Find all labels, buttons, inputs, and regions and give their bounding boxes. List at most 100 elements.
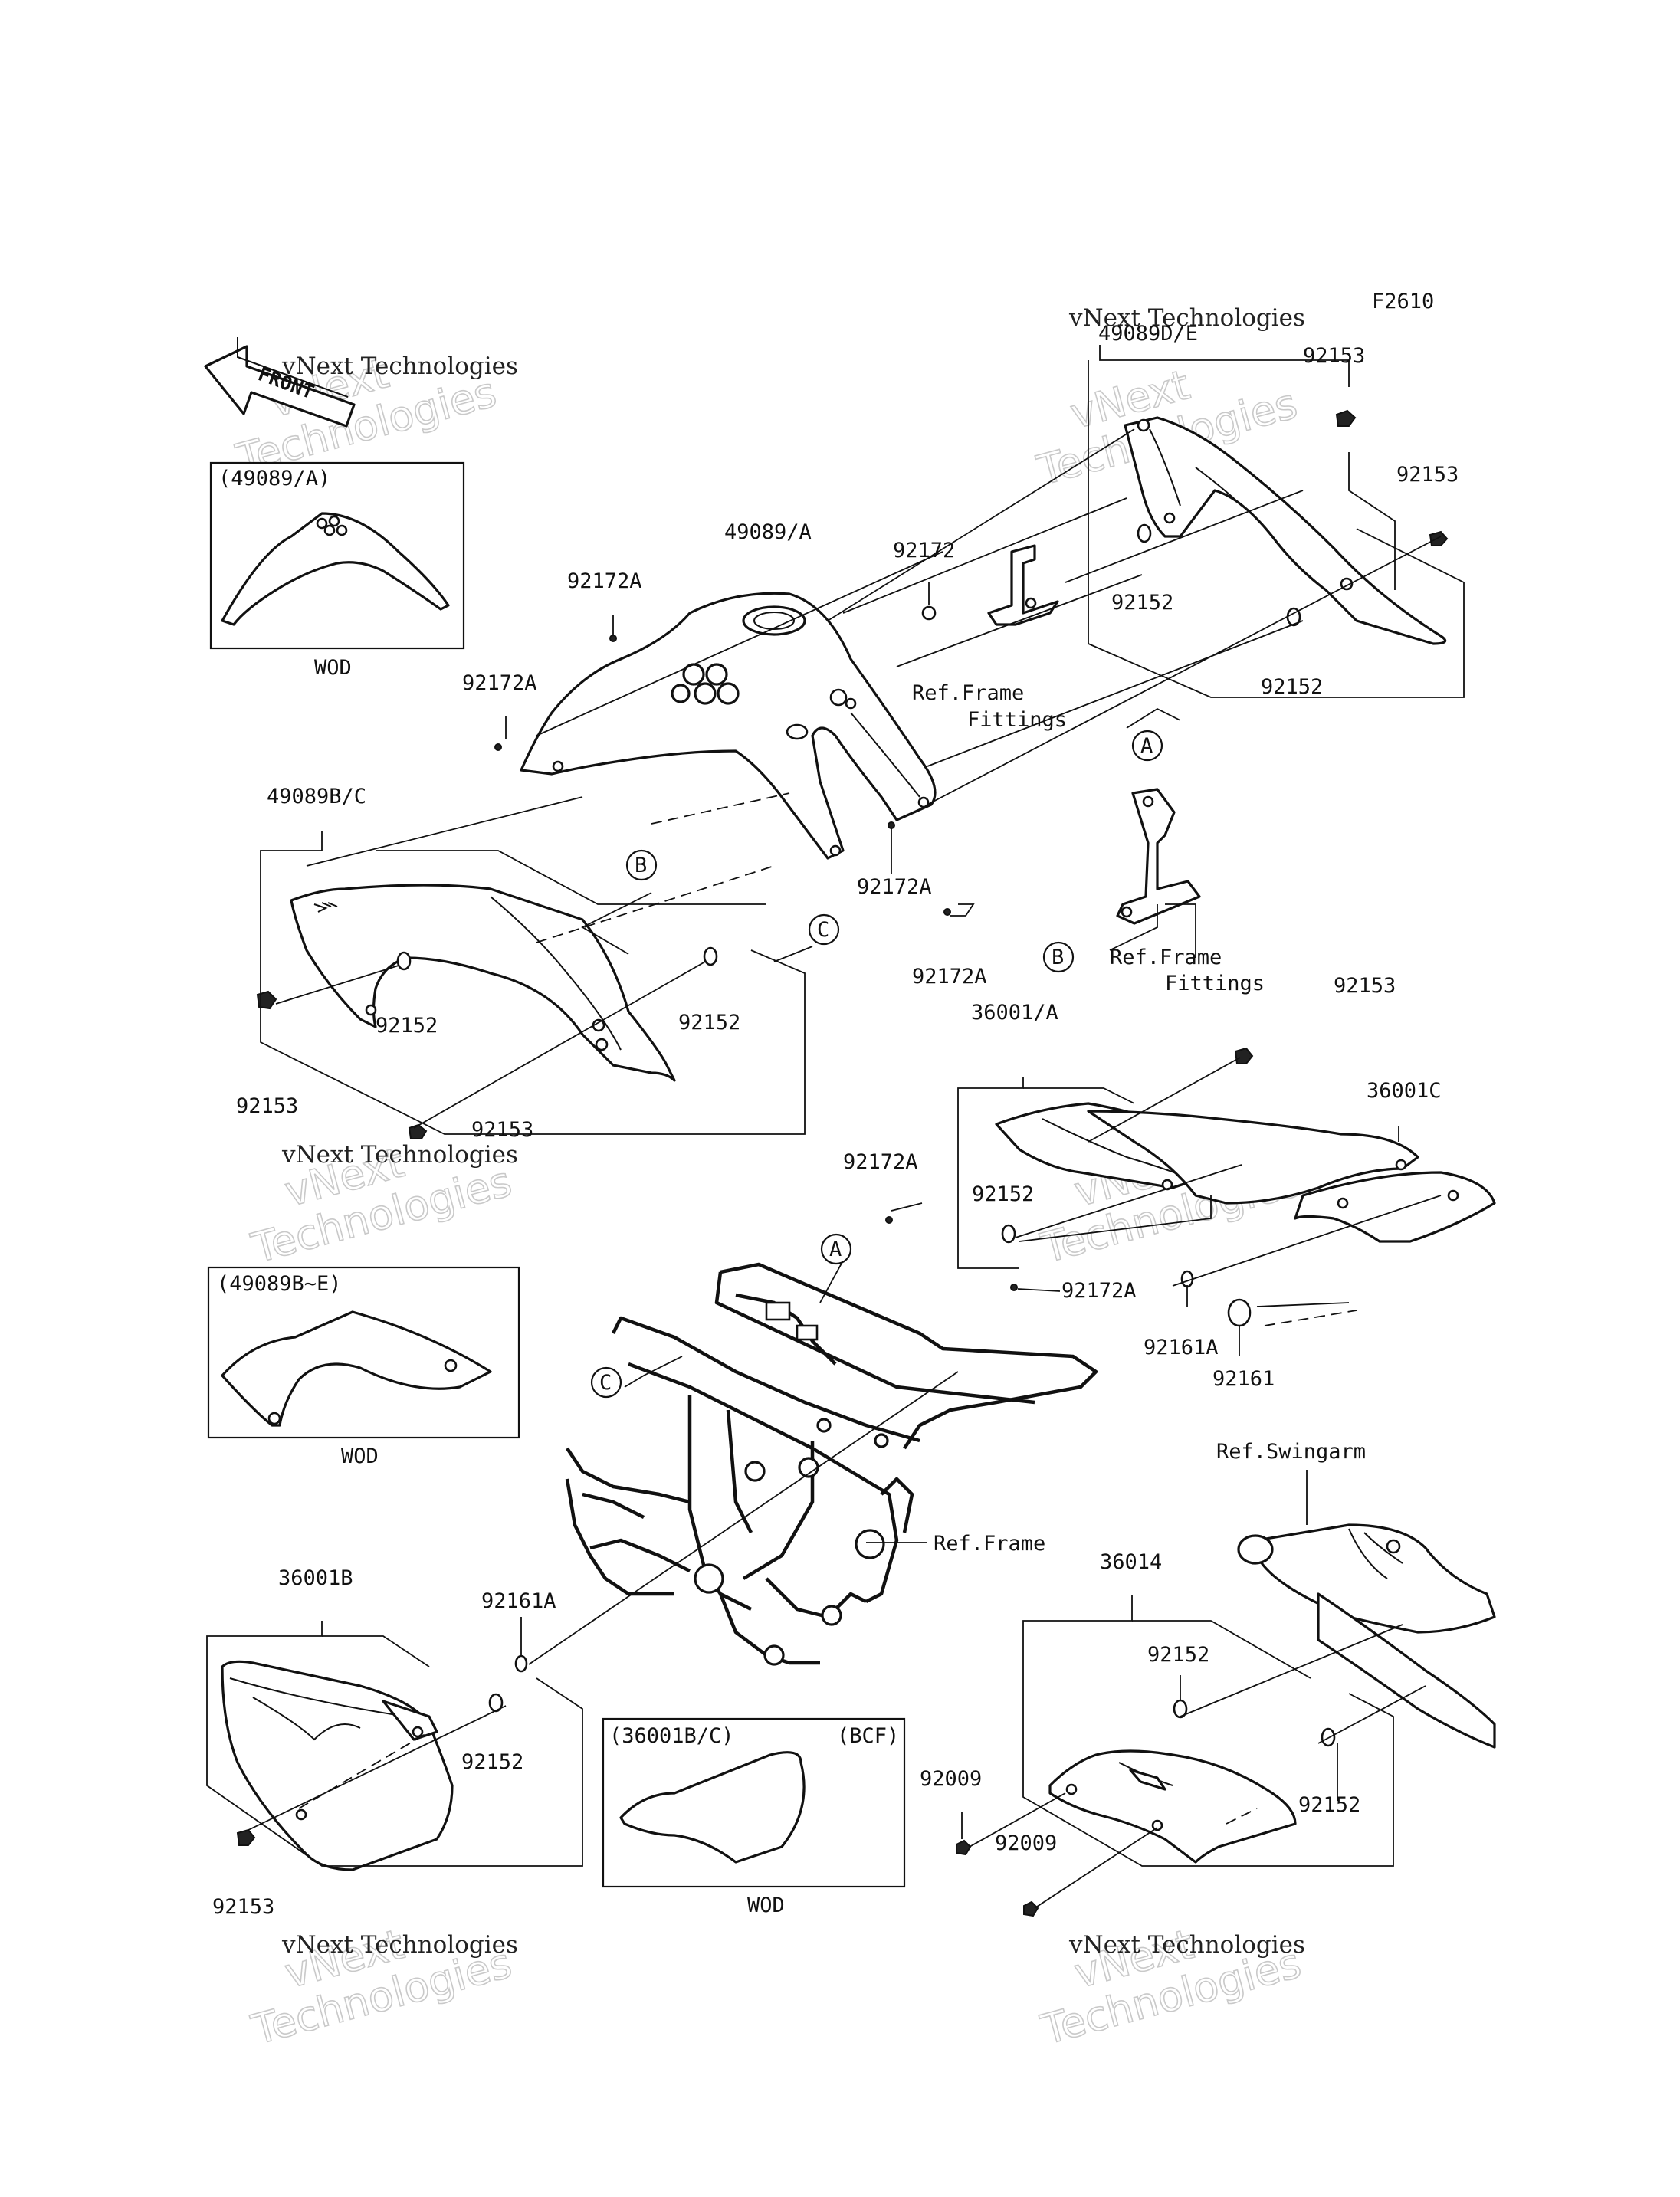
inset-title: (49089B~E) bbox=[217, 1272, 342, 1296]
clip-icon bbox=[1010, 1284, 1018, 1291]
label-92152: 92152 bbox=[972, 1182, 1034, 1206]
inset-caption: WOD bbox=[341, 1444, 379, 1468]
label-92153: 92153 bbox=[1396, 463, 1459, 487]
label-36001a: 36001/A bbox=[971, 1001, 1058, 1025]
label-92161a: 92161A bbox=[481, 1589, 556, 1613]
screw-icon bbox=[1023, 1900, 1039, 1917]
label-92172a: 92172A bbox=[567, 569, 642, 593]
leader-lines bbox=[206, 345, 1465, 1909]
clip-icon bbox=[609, 635, 617, 642]
bolt-icon bbox=[408, 1123, 428, 1139]
washer-icon bbox=[1321, 1727, 1336, 1747]
callout-b-right: B bbox=[1042, 941, 1075, 973]
label-49089a: 49089/A bbox=[724, 520, 812, 544]
label-92009: 92009 bbox=[995, 1831, 1057, 1855]
bolt-icon bbox=[1234, 1047, 1254, 1064]
label-92153: 92153 bbox=[1303, 344, 1365, 368]
clip-icon bbox=[888, 821, 895, 829]
part-49089a bbox=[520, 592, 937, 860]
label-49089de: 49089D/E bbox=[1098, 322, 1198, 346]
label-92172a: 92172A bbox=[857, 875, 932, 899]
callout-label: C bbox=[817, 918, 829, 942]
washer-icon bbox=[396, 951, 412, 971]
callout-c-frame: C bbox=[590, 1366, 622, 1399]
label-36014: 36014 bbox=[1100, 1550, 1162, 1574]
watermark-caption: vNext Technologies bbox=[281, 1141, 518, 1169]
hardware-group bbox=[236, 409, 1449, 1917]
part-labels: 49089D/E 92153 92153 92152 92152 49089/A… bbox=[212, 322, 1459, 1919]
label-92153: 92153 bbox=[1334, 974, 1396, 998]
label-92152: 92152 bbox=[376, 1014, 438, 1038]
label-ref-frame: Ref.Frame bbox=[912, 681, 1024, 705]
part-bracket-mid bbox=[1116, 788, 1201, 925]
part-36014 bbox=[1048, 1749, 1297, 1864]
part-36001c bbox=[1087, 1110, 1496, 1243]
callout-a-top: A bbox=[1131, 730, 1163, 762]
watermark-caption: vNext Technologies bbox=[281, 1931, 518, 1959]
bolt-icon bbox=[1429, 530, 1449, 546]
callout-label: A bbox=[1140, 734, 1153, 758]
watermark-bottom-left: vNext Technologies bbox=[246, 1920, 517, 2055]
callout-label: A bbox=[829, 1238, 842, 1261]
label-fittings: Fittings bbox=[1165, 972, 1265, 995]
label-36001c: 36001C bbox=[1367, 1079, 1442, 1103]
label-ref-frame: Ref.Frame bbox=[1110, 946, 1222, 969]
label-92172a: 92172A bbox=[462, 671, 537, 695]
label-49089bc: 49089B/C bbox=[267, 785, 366, 808]
callout-label: B bbox=[635, 854, 647, 877]
watermark-caption: vNext Technologies bbox=[281, 353, 518, 380]
clip-icon bbox=[921, 605, 937, 621]
inset-tag: (BCF) bbox=[837, 1724, 899, 1748]
callout-b-mid: B bbox=[625, 849, 658, 881]
label-fittings: Fittings bbox=[967, 708, 1067, 732]
inset-title: (49089/A) bbox=[218, 467, 330, 490]
label-92161: 92161 bbox=[1212, 1367, 1275, 1391]
clip-icon bbox=[885, 1216, 893, 1224]
clip-icon bbox=[494, 743, 502, 751]
label-92172a: 92172A bbox=[843, 1150, 918, 1174]
label-ref-frame: Ref.Frame bbox=[934, 1532, 1045, 1556]
label-92152: 92152 bbox=[1147, 1643, 1209, 1667]
label-92152: 92152 bbox=[1261, 675, 1323, 699]
callout-c-mid: C bbox=[808, 913, 840, 946]
part-bracket-top bbox=[987, 544, 1059, 626]
inset-caption: WOD bbox=[747, 1894, 785, 1917]
callout-label: C bbox=[599, 1371, 612, 1395]
label-92153: 92153 bbox=[471, 1118, 533, 1142]
figure-code: F2610 bbox=[1372, 290, 1434, 313]
label-92152: 92152 bbox=[1298, 1793, 1360, 1817]
washer-icon bbox=[703, 946, 718, 966]
label-92152: 92152 bbox=[1111, 591, 1173, 615]
label-92172a: 92172A bbox=[1061, 1279, 1137, 1303]
part-49089de bbox=[1124, 416, 1447, 645]
label-92153: 92153 bbox=[212, 1895, 274, 1919]
label-92009: 92009 bbox=[920, 1767, 982, 1791]
inset-box-49089b-e: (49089B~E) WOD bbox=[207, 1266, 520, 1468]
inset-box-49089a: (49089/A) WOD bbox=[209, 461, 465, 680]
washer-icon bbox=[514, 1654, 528, 1673]
clip-icon bbox=[943, 908, 951, 916]
inset-caption: WOD bbox=[314, 656, 352, 680]
watermark-bottom-right: vNext Technologies bbox=[1035, 1920, 1307, 2055]
watermark-top-left: vNext Technologies bbox=[231, 349, 502, 484]
part-49089bc bbox=[290, 884, 676, 1082]
label-92172: 92172 bbox=[893, 539, 955, 562]
dashed-lines bbox=[298, 792, 1357, 1825]
label-92161a: 92161A bbox=[1144, 1336, 1219, 1359]
bolt-icon bbox=[1335, 409, 1357, 427]
bolt-icon bbox=[256, 990, 277, 1010]
part-swingarm bbox=[1237, 1523, 1496, 1749]
part-36001b bbox=[221, 1660, 454, 1871]
label-92152: 92152 bbox=[461, 1750, 523, 1774]
callout-label: B bbox=[1052, 946, 1064, 969]
label-92152: 92152 bbox=[678, 1011, 740, 1035]
callout-circles: A B C B A C bbox=[590, 730, 1163, 1399]
callout-a-frame: A bbox=[820, 1233, 852, 1265]
label-36001b: 36001B bbox=[278, 1566, 353, 1590]
label-92172a: 92172A bbox=[912, 965, 987, 989]
inset-title: (36001B/C) bbox=[609, 1724, 734, 1748]
washer-icon bbox=[1001, 1224, 1016, 1244]
screw-icon bbox=[956, 1839, 972, 1856]
bolt-icon bbox=[236, 1828, 256, 1846]
